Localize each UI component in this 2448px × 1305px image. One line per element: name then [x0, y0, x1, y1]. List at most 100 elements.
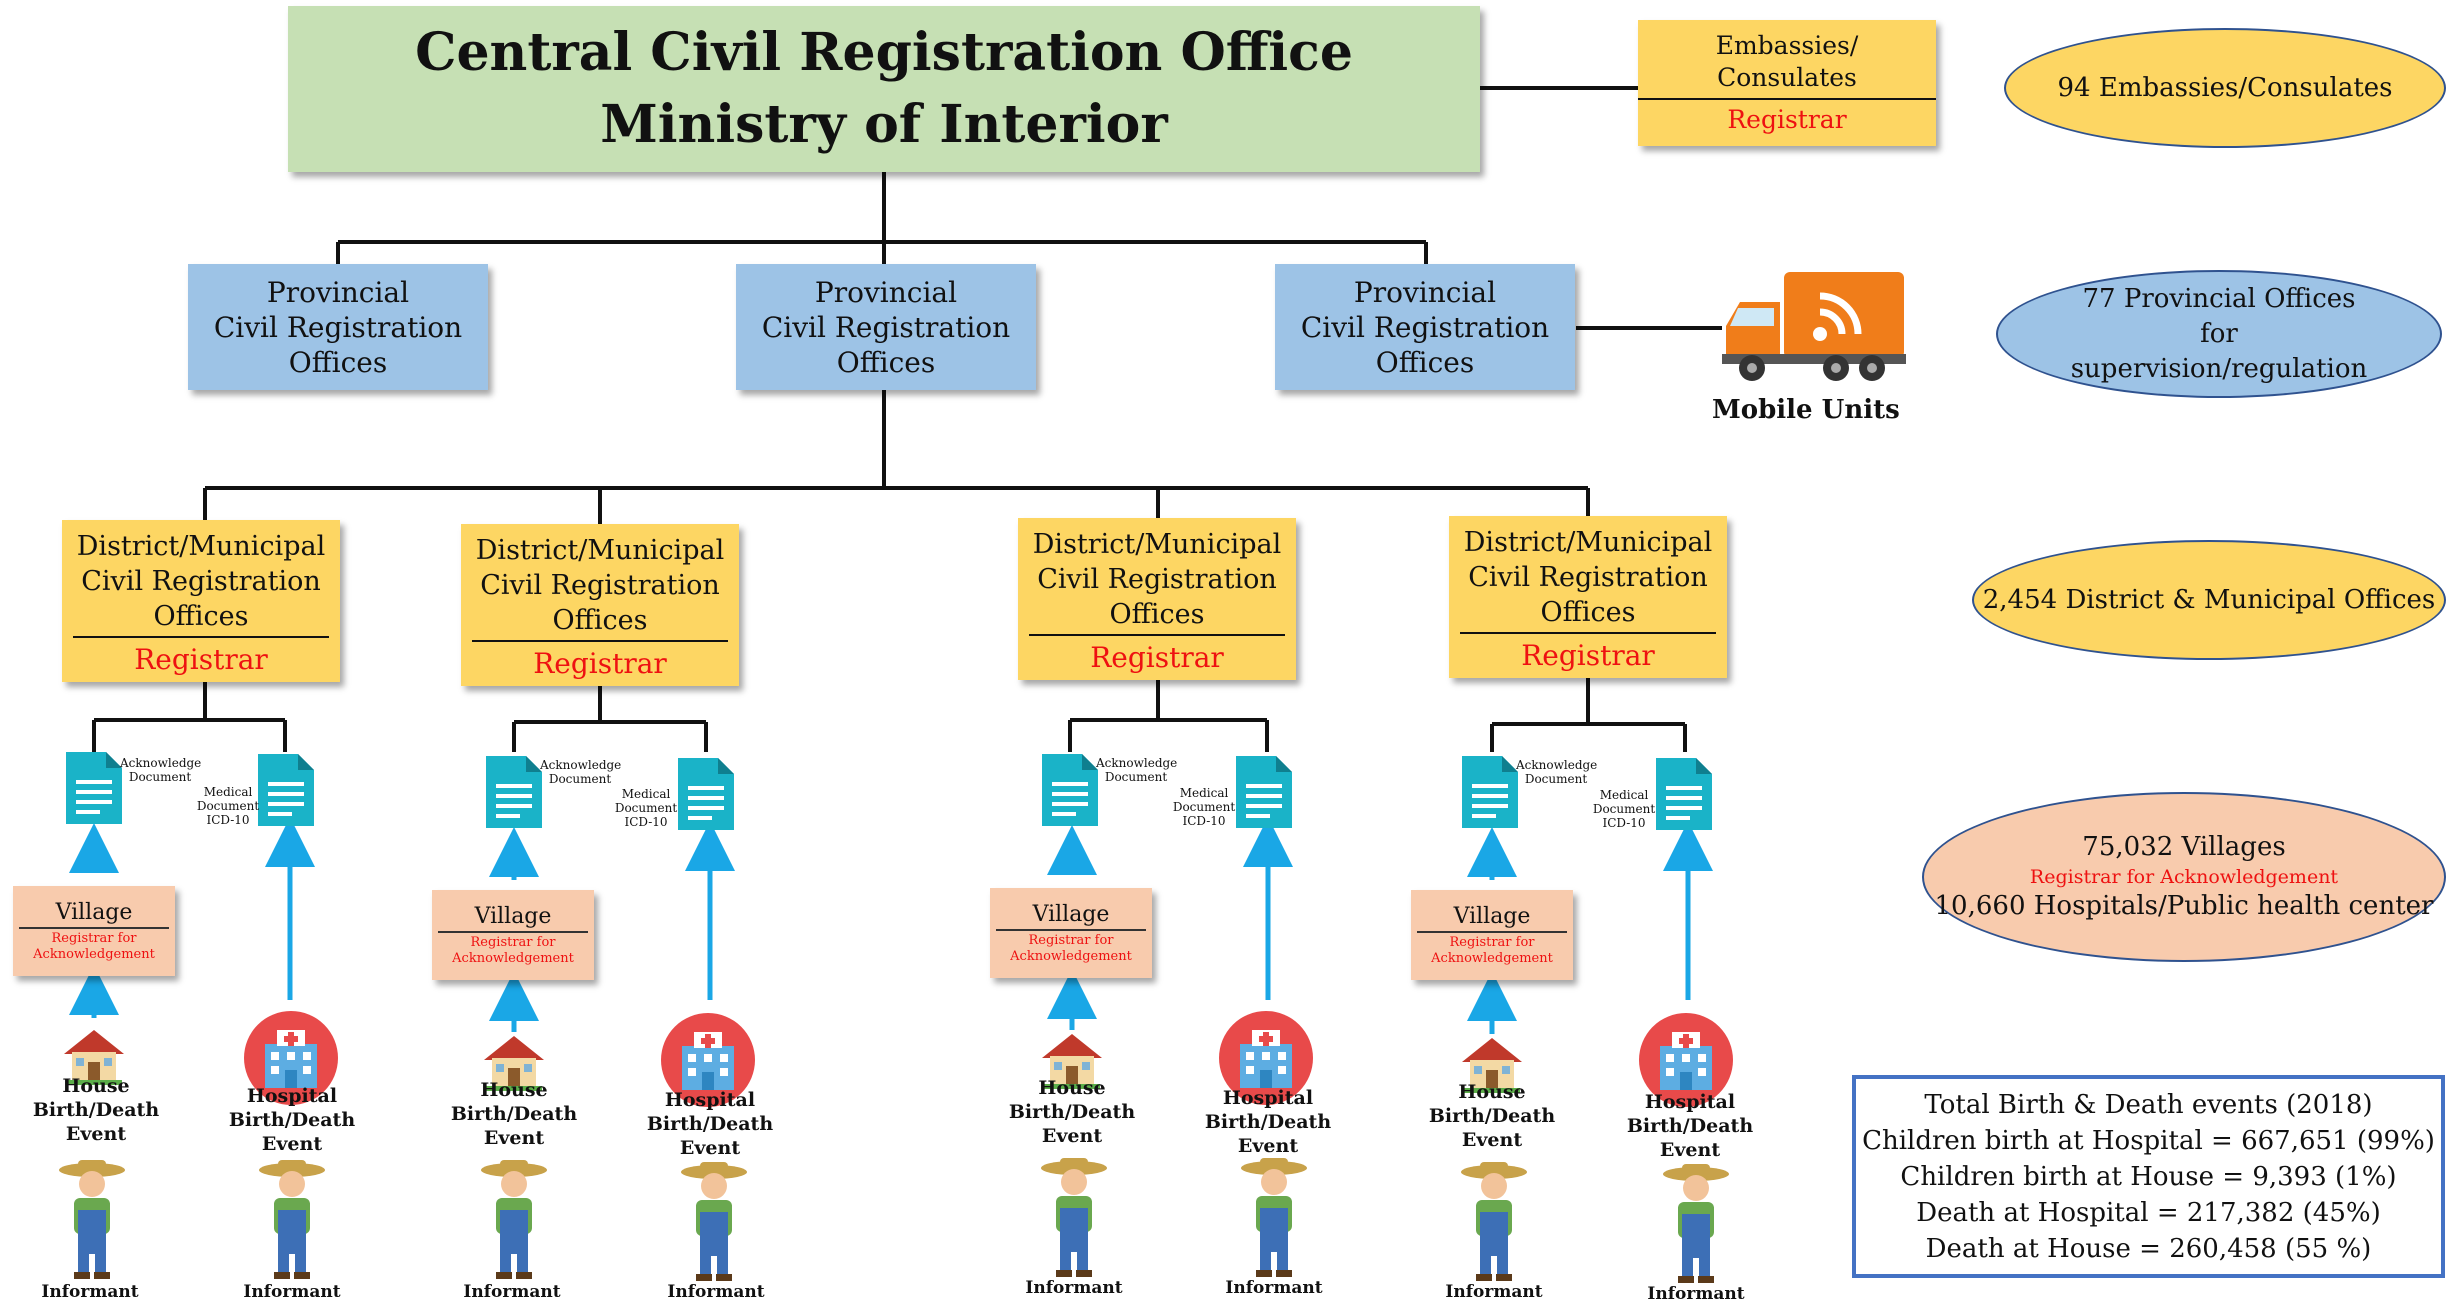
house-icon: [1042, 1034, 1102, 1089]
event-type: Hospital: [1222, 1087, 1314, 1109]
district-line1: District/Municipal: [76, 531, 326, 562]
village-registrar-line2: Acknowledgement: [452, 950, 574, 966]
villages-hospitals-oval: 75,032 Villages Registrar for Acknowledg…: [1922, 792, 2446, 962]
ack-line1: Acknowledge: [540, 758, 622, 772]
provincial-line1: Provincial: [814, 275, 958, 309]
event-word: Event: [679, 1137, 741, 1159]
provincial-line1: Provincial: [1353, 275, 1497, 309]
hospital-icon: [661, 1013, 755, 1107]
mobile-units-label: Mobile Units: [1712, 395, 1900, 425]
house-event-label: House Birth/Death Event: [28, 1074, 164, 1146]
med-line2: Document: [614, 801, 678, 815]
district-office-box: District/Municipal Civil Registration Of…: [62, 520, 340, 682]
provincial-office-box: Provincial Civil Registration Offices: [736, 264, 1036, 390]
informant-farmer-icon: [1461, 1162, 1527, 1281]
divider: [19, 926, 169, 929]
provincial-count-line1: 77 Provincial Offices: [2082, 283, 2356, 314]
district-registrar: Registrar: [134, 643, 268, 676]
informant-farmer-icon: [259, 1160, 325, 1279]
district-line2: Civil Registration: [1037, 564, 1277, 595]
provincial-line3: Offices: [1375, 345, 1475, 379]
event-word: Event: [1041, 1125, 1103, 1147]
provincial-count-line3: supervision/regulation: [2070, 353, 2368, 384]
divider: [438, 930, 588, 933]
event-word: Event: [261, 1133, 323, 1155]
event-kind: Birth/Death: [32, 1099, 160, 1121]
event-word: Event: [1659, 1139, 1721, 1161]
event-type: House: [480, 1079, 548, 1101]
event-type: Hospital: [664, 1089, 756, 1111]
statistics-box: Total Birth & Death events (2018) Childr…: [1852, 1075, 2445, 1278]
divider: [1029, 634, 1285, 636]
district-office-box: District/Municipal Civil Registration Of…: [461, 524, 739, 686]
informant-label: Informant: [667, 1282, 765, 1302]
district-line3: Offices: [153, 601, 249, 632]
house-event-label: House Birth/Death Event: [1424, 1080, 1560, 1152]
med-line1: Medical: [621, 787, 671, 801]
divider: [1417, 930, 1567, 933]
embassies-count-oval: 94 Embassies/Consulates: [2004, 28, 2446, 148]
informant-label: Informant: [1025, 1278, 1123, 1298]
provincial-office-box: Provincial Civil Registration Offices: [188, 264, 488, 390]
provincial-line1: Provincial: [266, 275, 410, 309]
stats-title: Total Birth & Death events (2018): [1924, 1089, 2373, 1120]
acknowledge-document-icon: [1042, 754, 1098, 826]
provincial-line3: Offices: [288, 345, 388, 379]
event-kind: Birth/Death: [228, 1109, 356, 1131]
stats-row: Death at Hospital = 217,382 (45%): [1916, 1197, 2381, 1228]
embassies-count: 94 Embassies/Consulates: [2057, 72, 2393, 103]
medical-label: Medical Document ICD-10: [1172, 786, 1236, 828]
village-registrar-line1: Registrar for: [470, 934, 556, 950]
provincial-count-line2: for: [2200, 318, 2238, 349]
embassies-registrar: Registrar: [1727, 105, 1847, 134]
village-box: Village Registrar for Acknowledgement: [432, 890, 594, 980]
district-registrar: Registrar: [533, 647, 667, 680]
district-line3: Offices: [1540, 597, 1636, 628]
event-kind: Birth/Death: [1204, 1111, 1332, 1133]
stats-row: Children birth at House = 9,393 (1%): [1900, 1161, 2397, 1192]
informant-farmer-icon: [1041, 1158, 1107, 1277]
informant-label: Informant: [463, 1282, 561, 1302]
ack-line1: Acknowledge: [120, 756, 202, 770]
hospital-event-label: Hospital Birth/Death Event: [222, 1084, 362, 1156]
villages-registrar: Registrar for Acknowledgement: [2029, 866, 2339, 888]
district-line3: Offices: [552, 605, 648, 636]
medical-document-icon: [258, 754, 314, 826]
acknowledge-label: Acknowledge Document: [1516, 758, 1597, 786]
villages-count: 75,032 Villages: [2082, 832, 2286, 862]
district-office-box: District/Municipal Civil Registration Of…: [1018, 518, 1296, 680]
district-office-box: District/Municipal Civil Registration Of…: [1449, 516, 1727, 678]
divider: [1460, 632, 1716, 634]
informant-farmer-icon: [1663, 1164, 1729, 1283]
event-word: Event: [65, 1123, 127, 1145]
village-registrar-line2: Acknowledgement: [1431, 950, 1553, 966]
event-type: Hospital: [246, 1085, 338, 1107]
med-line3: ICD-10: [624, 815, 668, 829]
acknowledge-document-icon: [1462, 756, 1518, 828]
med-line3: ICD-10: [1182, 814, 1226, 828]
medical-label: Medical Document ICD-10: [196, 785, 260, 827]
acknowledge-label: Acknowledge Document: [120, 756, 202, 784]
informant-label: Informant: [243, 1282, 341, 1302]
acknowledge-label: Acknowledge Document: [540, 758, 622, 786]
ack-line2: Document: [128, 770, 192, 784]
truck-icon: [1722, 272, 1906, 381]
provincial-count-oval: 77 Provincial Offices for supervision/re…: [1996, 270, 2442, 398]
med-line1: Medical: [203, 785, 253, 799]
district-line1: District/Municipal: [475, 535, 725, 566]
ministry-title: Ministry of Interior: [600, 94, 1168, 155]
provincial-line2: Civil Registration: [213, 310, 463, 344]
ack-line1: Acknowledge: [1096, 756, 1178, 770]
hospital-event-label: Hospital Birth/Death Event: [1198, 1086, 1338, 1158]
house-event-label: House Birth/Death Event: [446, 1078, 582, 1150]
hospital-event-label: Hospital Birth/Death Event: [640, 1088, 780, 1160]
village-box: Village Registrar for Acknowledgement: [990, 888, 1152, 978]
embassies-line1: Embassies/: [1715, 31, 1859, 60]
district-line2: Civil Registration: [480, 570, 720, 601]
event-kind: Birth/Death: [1428, 1105, 1556, 1127]
provincial-line2: Civil Registration: [1300, 310, 1550, 344]
informant-label: Informant: [1647, 1284, 1745, 1304]
provincial-office-box: Provincial Civil Registration Offices: [1275, 264, 1575, 390]
village-registrar-line1: Registrar for: [1449, 934, 1535, 950]
